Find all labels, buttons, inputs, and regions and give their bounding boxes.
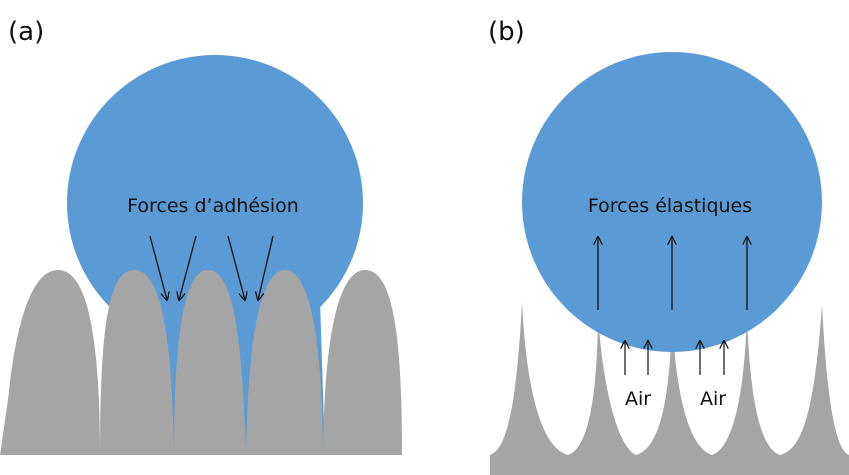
adhesion-forces-label: Forces d’adhésion: [127, 195, 299, 217]
panel-b: (b) Forces élastiques Air Air: [488, 17, 849, 475]
air-label-left: Air: [625, 388, 651, 410]
pillars-a: [0, 270, 402, 455]
pillar: [0, 270, 100, 455]
panel-b-label: (b): [488, 17, 525, 47]
pillar: [323, 270, 402, 455]
panel-a-label: (a): [8, 17, 44, 47]
panel-a: (a) Forces d’adhésion: [0, 17, 402, 455]
elastic-forces-label: Forces élastiques: [588, 195, 752, 217]
air-label-right: Air: [700, 388, 726, 410]
